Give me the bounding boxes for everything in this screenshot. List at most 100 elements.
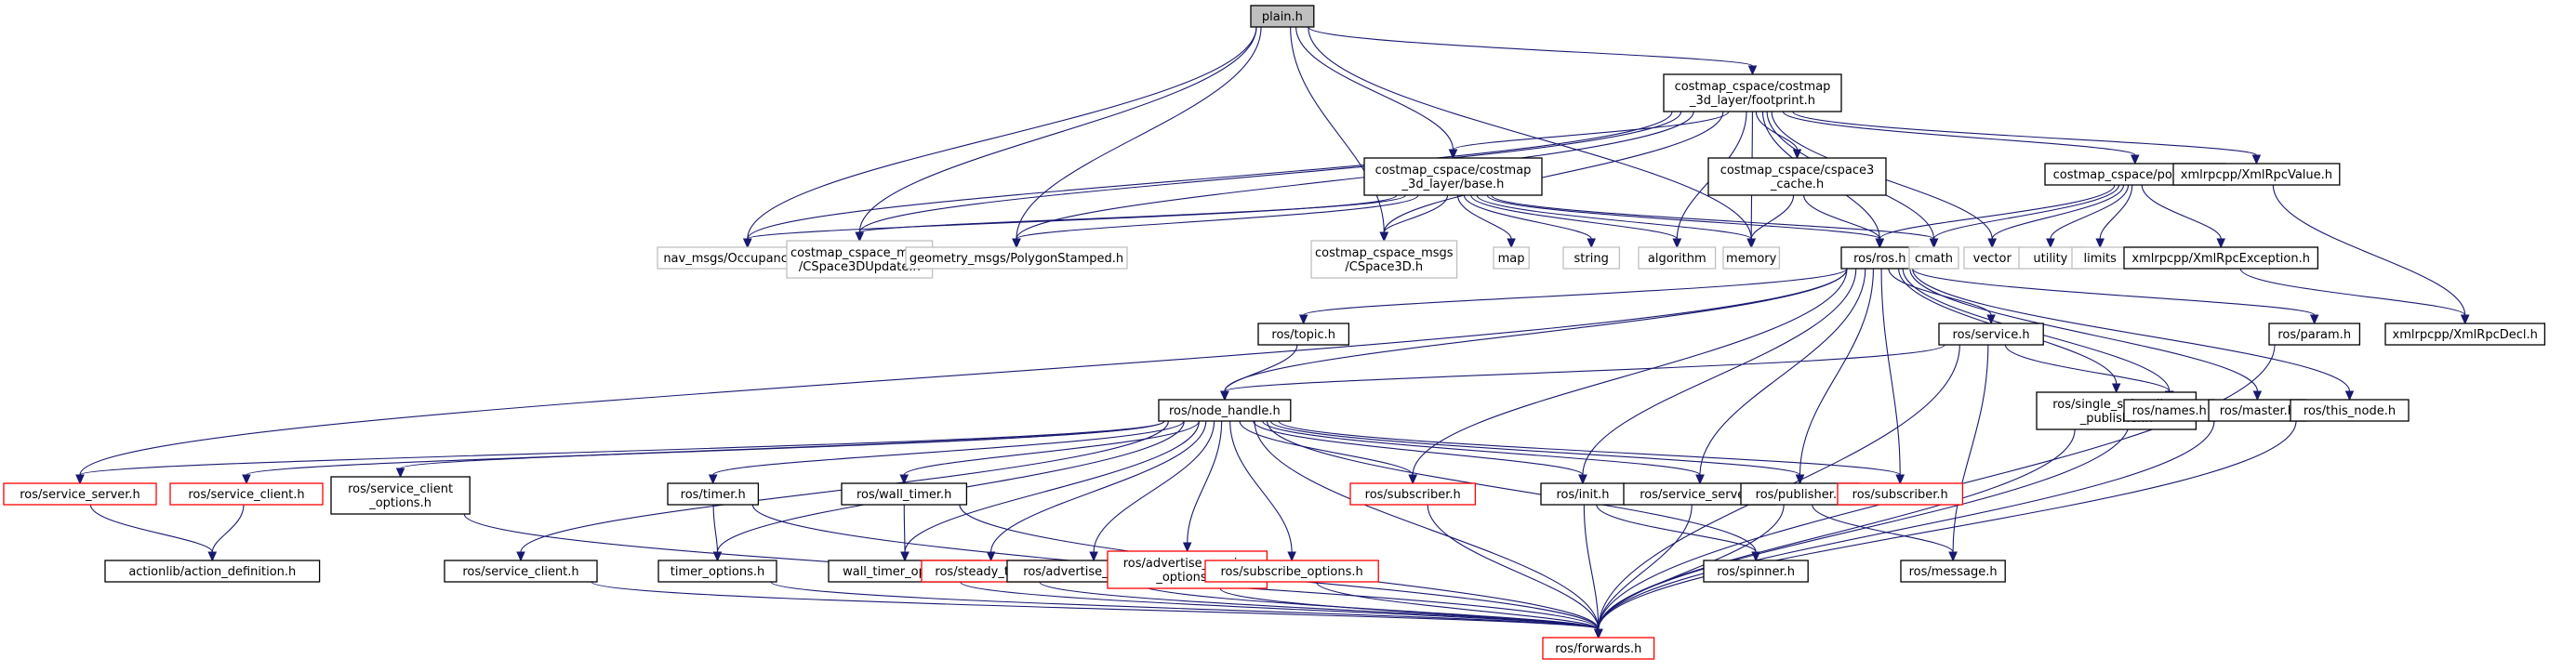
graph-node-algorithm: algorithm (1638, 246, 1717, 270)
graph-node-subopts[interactable]: ros/subscribe_options.h (1204, 560, 1379, 583)
arrowhead-icon (1929, 238, 1939, 249)
node-box (1837, 482, 1964, 506)
graph-node-forwards[interactable]: ros/forwards.h (1542, 637, 1655, 660)
edge-line (712, 420, 1185, 476)
graph-node-thisnode[interactable]: ros/this_node.h (2290, 399, 2410, 422)
edge-line (1909, 268, 2258, 392)
edge-line (1452, 111, 1730, 151)
graph-node-srvclient[interactable]: ros/service_client.h (444, 560, 598, 583)
edge-footprint-to-cspace3cache (1755, 111, 1802, 160)
graph-node-publisher[interactable]: ros/publisher.h (1740, 482, 1860, 506)
node-box (657, 560, 777, 583)
edge-nodehandle-to-subopts (1229, 420, 1296, 562)
edge-line (903, 420, 1200, 476)
node-label: memory (1726, 252, 1777, 266)
node-label: geometry_msgs/PolygonStamped.h (910, 252, 1123, 266)
edge-line (1308, 26, 1754, 67)
graph-node-param[interactable]: ros/param.h (2268, 323, 2361, 346)
node-label: costmap_cspace_msgs (790, 246, 929, 260)
graph-node-srvclient_red[interactable]: ros/service_client.h (169, 482, 324, 506)
node-label: ros/node_handle.h (1169, 404, 1281, 418)
edge-plain-to-occgrid (743, 26, 1257, 249)
graph-node-actiondef[interactable]: actionlib/action_definition.h (104, 560, 321, 583)
node-label: vector (1973, 252, 2012, 266)
edge-srvclient-to-forwards (591, 581, 1603, 639)
arrowhead-icon (2046, 238, 2055, 249)
node-label: ros/service_client.h (462, 565, 578, 579)
graph-node-message[interactable]: ros/message.h (1900, 560, 2006, 583)
graph-node-footprint[interactable]: costmap_cspace/costmap_3d_layer/footprin… (1663, 73, 1842, 112)
node-box (1493, 246, 1530, 270)
graph-node-srvserver_red[interactable]: ros/service_server.h (3, 482, 157, 506)
arrowhead-icon (1795, 474, 1805, 485)
graph-node-srvserver[interactable]: ros/service_server.h (1623, 482, 1777, 506)
edge-line (2272, 184, 2466, 316)
edge-line (1991, 184, 2125, 240)
edge-polygon-to-vector (1987, 184, 2125, 249)
node-label: ros/init.h (1556, 488, 1609, 502)
edge-base-to-algorithm (1470, 194, 1682, 249)
edge-names-to-forwards (1594, 420, 2131, 639)
arrowhead-icon (1875, 238, 1885, 249)
node-label: ros/forwards.h (1555, 642, 1641, 656)
graph-node-plain[interactable]: plain.h (1250, 5, 1315, 28)
edge-line (1491, 194, 1935, 240)
edge-polygon-to-utility (2046, 184, 2130, 249)
edge-base-to-cs3d (1379, 194, 1449, 243)
edge-line (1598, 420, 2297, 630)
graph-node-timeropts[interactable]: timer_options.h (657, 560, 777, 583)
node-label: limits (2084, 252, 2118, 266)
graph-node-subscriber_red2[interactable]: ros/subscriber.h (1837, 482, 1964, 506)
node-box (3, 482, 157, 506)
arrowhead-icon (1751, 551, 1760, 562)
node-box (2268, 323, 2361, 346)
edge-nodehandle-to-srvclient_red (242, 420, 1165, 485)
graph-node-cspace3cache[interactable]: costmap_cspace/cspace3_cache.h (1707, 157, 1887, 196)
node-label: ros/publisher.h (1756, 488, 1845, 502)
graph-node-limits: limits (2071, 246, 2130, 270)
graph-node-walltimer[interactable]: ros/wall_timer.h (841, 482, 968, 506)
node-box (2290, 399, 2410, 422)
graph-node-xmlrpcvalue[interactable]: xmlrpcpp/XmlRpcValue.h (2172, 163, 2341, 186)
arrowhead-icon (855, 231, 865, 243)
node-box (444, 560, 598, 583)
graph-node-srvclientopts[interactable]: ros/service_client_options.h (330, 476, 471, 515)
graph-node-base[interactable]: costmap_cspace/costmap_3d_layer/base.h (1363, 157, 1543, 196)
edge-srvserver_red-to-actiondef (89, 504, 218, 562)
node-label: ros/service_client (348, 482, 453, 496)
arrowhead-icon (1987, 238, 1997, 249)
graph-node-rosros[interactable]: ros/ros.h (1840, 246, 1919, 270)
graph-node-xmlrpcexc[interactable]: xmlrpcpp/XmlRpcException.h (2123, 246, 2319, 270)
edge-line (1699, 268, 1866, 476)
edge-line (1486, 194, 1880, 240)
edge-line (1383, 111, 1724, 233)
edge-rosros-to-param (1912, 268, 2319, 325)
edge-line (1239, 420, 1414, 476)
graph-node-polystamped: geometry_msgs/PolygonStamped.h (905, 246, 1128, 270)
graph-node-spinner[interactable]: ros/spinner.h (1703, 560, 1809, 583)
arrowhead-icon (1587, 238, 1596, 249)
edge-nodehandle-to-subscriber_red (1239, 420, 1417, 485)
edge-line (903, 504, 906, 553)
edge-subopts-to-forwards (1315, 581, 1603, 639)
graph-node-subscriber_red[interactable]: ros/subscriber.h (1349, 482, 1477, 506)
graph-node-xmlrpcdecl[interactable]: xmlrpcpp/XmlRpcDecl.h (2384, 323, 2546, 346)
edge-line (1303, 268, 1848, 316)
edge-line (1792, 111, 2257, 156)
node-label: actionlib/action_definition.h (128, 565, 296, 579)
graph-node-names[interactable]: ros/names.h (2123, 399, 2216, 422)
edge-plain-to-footprint (1308, 26, 1758, 76)
graph-node-service[interactable]: ros/service.h (1938, 323, 2044, 346)
edge-cspace3cache-to-memory (1746, 194, 1795, 249)
graph-node-init[interactable]: ros/init.h (1540, 482, 1626, 506)
graph-node-master[interactable]: ros/master.h (2208, 399, 2307, 422)
arrowhead-icon (1895, 474, 1905, 485)
node-box (1562, 246, 1621, 270)
edge-rosros-to-master (1909, 268, 2263, 402)
graph-node-topic[interactable]: ros/topic.h (1257, 323, 1350, 346)
node-label: ros/timer.h (681, 488, 746, 502)
graph-node-nodehandle[interactable]: ros/node_handle.h (1158, 399, 1292, 422)
graph-node-timer[interactable]: ros/timer.h (667, 482, 760, 506)
edge-line (1229, 420, 1293, 553)
node-box (1542, 637, 1655, 660)
